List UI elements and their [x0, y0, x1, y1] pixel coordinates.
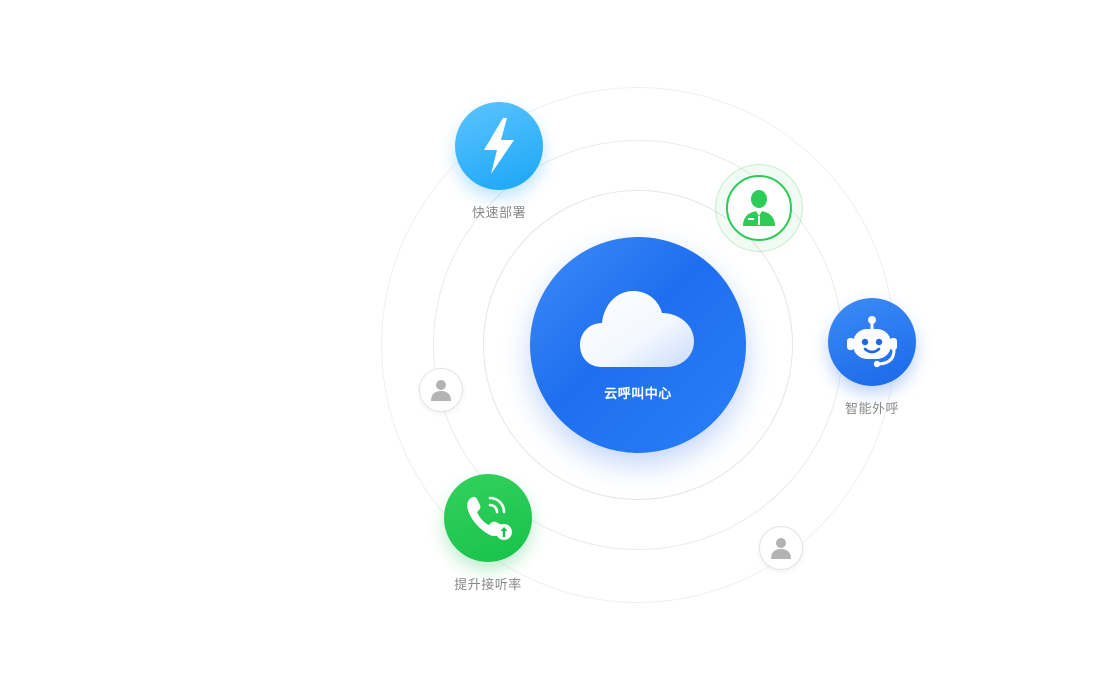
cloud-call-center-hub: 云呼叫中心	[530, 237, 746, 453]
user-icon	[771, 538, 791, 559]
cloud-icon	[580, 291, 694, 367]
quick-deploy-badge	[455, 102, 543, 190]
feature-label: 智能外呼	[844, 402, 899, 417]
phone-upload-icon	[467, 496, 512, 540]
feature-label: 快速部署	[471, 206, 526, 221]
feature-label: 提升接听率	[454, 578, 522, 593]
answer-rate-badge	[444, 474, 532, 562]
hub-label: 云呼叫中心	[604, 387, 672, 402]
lightning-icon	[484, 118, 514, 174]
feature-quick-deploy: 快速部署	[439, 102, 559, 221]
smart-outbound-badge	[828, 298, 916, 386]
feature-smart-outbound: 智能外呼	[812, 298, 932, 417]
user-node-left	[419, 368, 463, 412]
user-icon	[431, 380, 451, 401]
feature-answer-rate: 提升接听率	[428, 474, 548, 593]
inner-orbit-ring	[483, 190, 793, 500]
agent-badge	[726, 175, 792, 241]
agent-node	[715, 164, 803, 252]
robot-headset-icon	[847, 316, 897, 368]
user-node-bottom	[759, 526, 803, 570]
agent-person-icon	[743, 190, 775, 226]
